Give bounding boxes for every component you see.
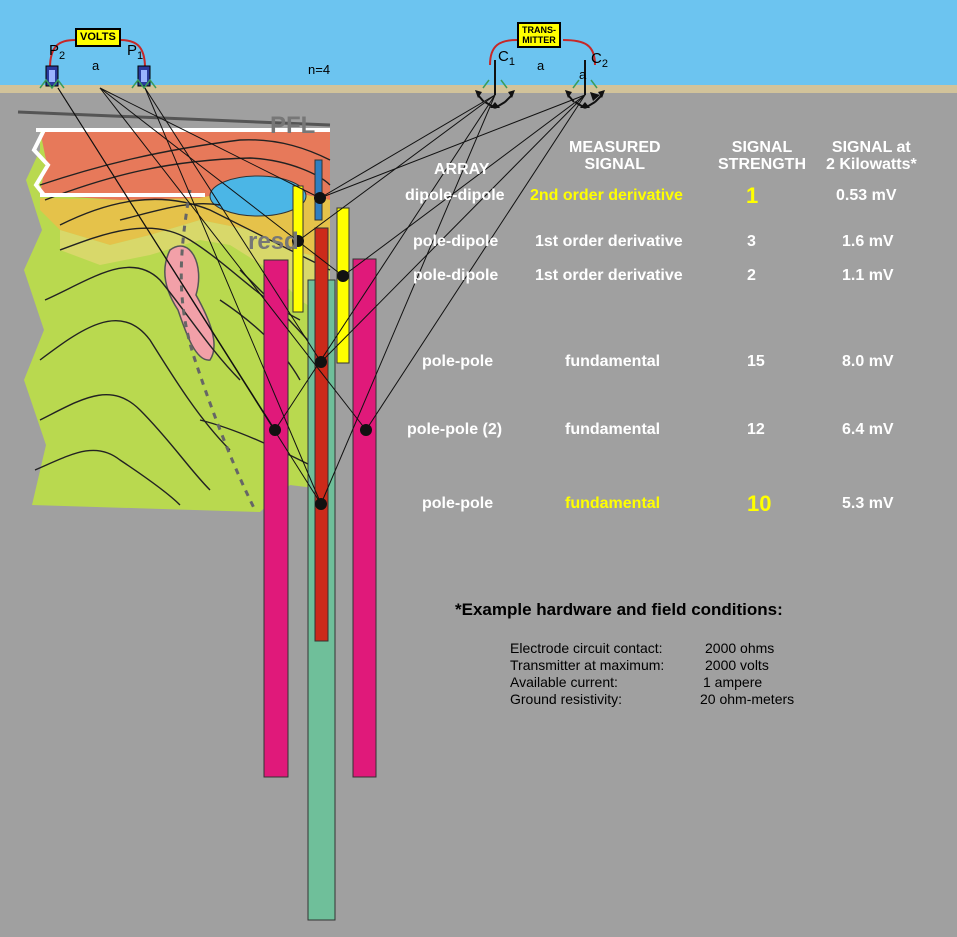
condition-label: Transmitter at maximum: [510, 657, 665, 673]
row-array: pole-pole (2) [407, 421, 503, 438]
condition-value: 20 ohm-meters [700, 691, 795, 707]
row-mv: 5.3 mV [842, 495, 894, 512]
row-array: pole-pole [422, 495, 494, 512]
row-signal: 1st order derivative [535, 267, 683, 284]
point-dipole-dipole [314, 192, 326, 204]
row-strength: 3 [747, 233, 756, 250]
volts-box: VOLTS [75, 28, 121, 47]
row-signal: fundamental [565, 495, 661, 512]
p2-label: P2 [49, 42, 66, 62]
condition-value: 2000 ohms [705, 640, 775, 656]
point-pole-pole-deep [315, 498, 327, 510]
condition-value: 1 ampere [703, 674, 763, 690]
bar-red [314, 227, 329, 642]
p1-label: P1 [127, 42, 144, 62]
row-array: pole-pole [422, 353, 494, 370]
c1-label: C1 [498, 48, 515, 68]
row-strength: 12 [747, 421, 765, 438]
sky [0, 0, 957, 85]
row-mv: 1.1 mV [842, 267, 894, 284]
bar-magenta-left [263, 259, 289, 778]
transmitter-wire [489, 39, 596, 66]
point-pole-dipole-2 [337, 270, 349, 282]
bar-blue [314, 159, 323, 221]
point-pole-pole-2-left [269, 424, 281, 436]
row-array: pole-dipole [413, 267, 499, 284]
resd-label: resd [248, 228, 299, 255]
electrode-c2-icon [565, 60, 605, 109]
conditions-title: *Example hardware and field conditions: [455, 600, 783, 619]
row-strength: 10 [747, 491, 772, 516]
geologic-section [17, 110, 331, 512]
transmitter-box: TRANS- MITTER [517, 22, 561, 48]
measurement-points [269, 192, 372, 510]
c2-label: C2 [591, 50, 608, 70]
row-signal: 2nd order derivative [530, 187, 683, 204]
row-array: dipole-dipole [405, 187, 505, 204]
electrode-p1-icon [131, 65, 157, 90]
point-pole-pole-2-right [360, 424, 372, 436]
condition-label: Ground resistivity: [510, 691, 623, 707]
row-strength: 1 [746, 183, 759, 208]
row-signal: fundamental [565, 421, 661, 438]
receiver-wire [49, 39, 146, 69]
condition-label: Available current: [510, 674, 618, 690]
condition-label: Electrode circuit contact: [510, 640, 663, 656]
header-measured-signal: MEASURED SIGNAL [569, 139, 661, 173]
point-pole-dipole-1 [292, 235, 304, 247]
row-strength: 15 [747, 353, 765, 370]
row-signal: fundamental [565, 353, 661, 370]
row-strength: 2 [747, 267, 756, 284]
condition-value: 2000 volts [705, 657, 769, 673]
spacing-a-c2: a [579, 67, 587, 82]
header-signal-2kw: SIGNAL at 2 Kilowatts* [826, 139, 917, 173]
row-mv: 0.53 mV [836, 187, 897, 204]
ground-surface [0, 85, 957, 93]
header-array: ARRAY [434, 161, 490, 178]
row-array: pole-dipole [413, 233, 499, 250]
blue-body [209, 175, 307, 217]
pfl-label: PFL [270, 112, 316, 139]
n-factor-label: n=4 [308, 62, 331, 77]
row-mv: 8.0 mV [842, 353, 894, 370]
bar-yellow-left [292, 185, 304, 313]
electrode-p2-icon [39, 65, 65, 90]
bar-magenta-right [352, 258, 377, 778]
spacing-a-receiver: a [92, 58, 100, 73]
pink-intrusion [163, 245, 215, 361]
spacing-a-transmitter: a [537, 58, 545, 73]
row-mv: 6.4 mV [842, 421, 894, 438]
point-pole-pole [315, 356, 327, 368]
row-signal: 1st order derivative [535, 233, 683, 250]
electrode-c1-icon [475, 60, 515, 109]
row-mv: 1.6 mV [842, 233, 894, 250]
header-signal-strength: SIGNAL STRENGTH [718, 139, 806, 173]
